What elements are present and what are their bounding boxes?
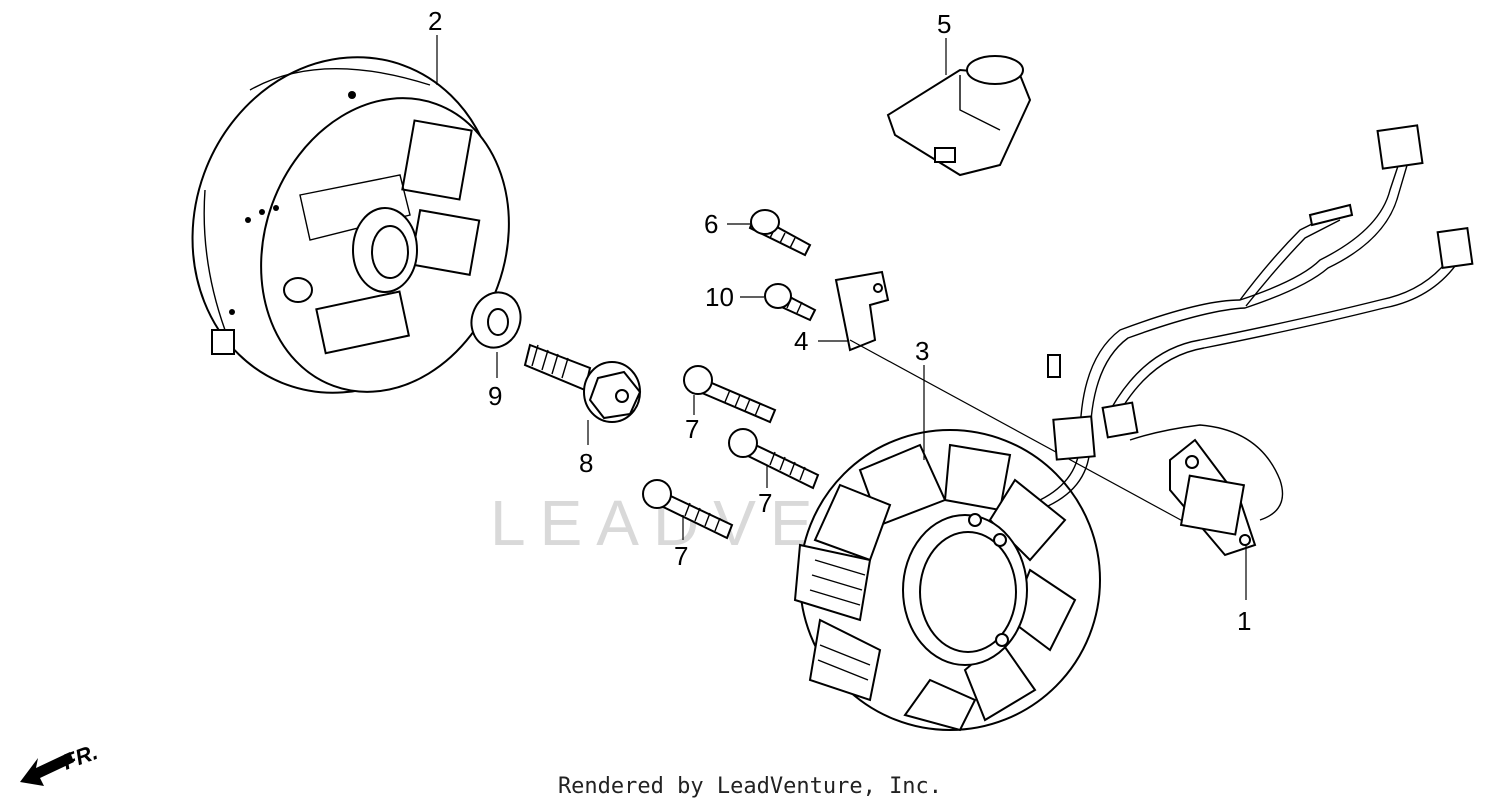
callout-7b: 7 bbox=[758, 488, 772, 518]
callout-2: 2 bbox=[428, 6, 442, 36]
wiring-harness[interactable] bbox=[1039, 124, 1474, 521]
stator-part[interactable] bbox=[793, 429, 1101, 732]
callout-7a: 7 bbox=[685, 414, 699, 444]
callout-4: 4 bbox=[794, 326, 808, 356]
callout-1: 1 bbox=[1237, 606, 1251, 636]
bolt-7b-part[interactable] bbox=[728, 428, 820, 490]
screw-10-part[interactable] bbox=[764, 283, 817, 322]
grommet-part[interactable] bbox=[886, 55, 1032, 177]
callout-10: 10 bbox=[705, 282, 734, 312]
callout-7c: 7 bbox=[674, 541, 688, 571]
callout-9: 9 bbox=[488, 381, 502, 411]
callout-8: 8 bbox=[579, 448, 593, 478]
front-arrow-icon bbox=[20, 752, 74, 786]
callout-5: 5 bbox=[937, 9, 951, 39]
front-label: FR. bbox=[59, 739, 101, 775]
flange-bolt-part[interactable] bbox=[523, 343, 642, 423]
bolt-6-part[interactable] bbox=[748, 209, 812, 257]
callout-3: 3 bbox=[915, 336, 929, 366]
callout-6: 6 bbox=[704, 209, 718, 239]
bolt-7a-part[interactable] bbox=[683, 365, 777, 424]
assembly-line bbox=[849, 339, 1191, 526]
pulse-generator-part[interactable] bbox=[1169, 438, 1257, 557]
render-credit: Rendered by LeadVenture, Inc. bbox=[557, 774, 943, 799]
bolt-7c-part[interactable] bbox=[642, 479, 734, 540]
flywheel-part[interactable] bbox=[146, 14, 549, 436]
clamp-part[interactable] bbox=[834, 270, 890, 352]
washer-part[interactable] bbox=[464, 285, 528, 354]
